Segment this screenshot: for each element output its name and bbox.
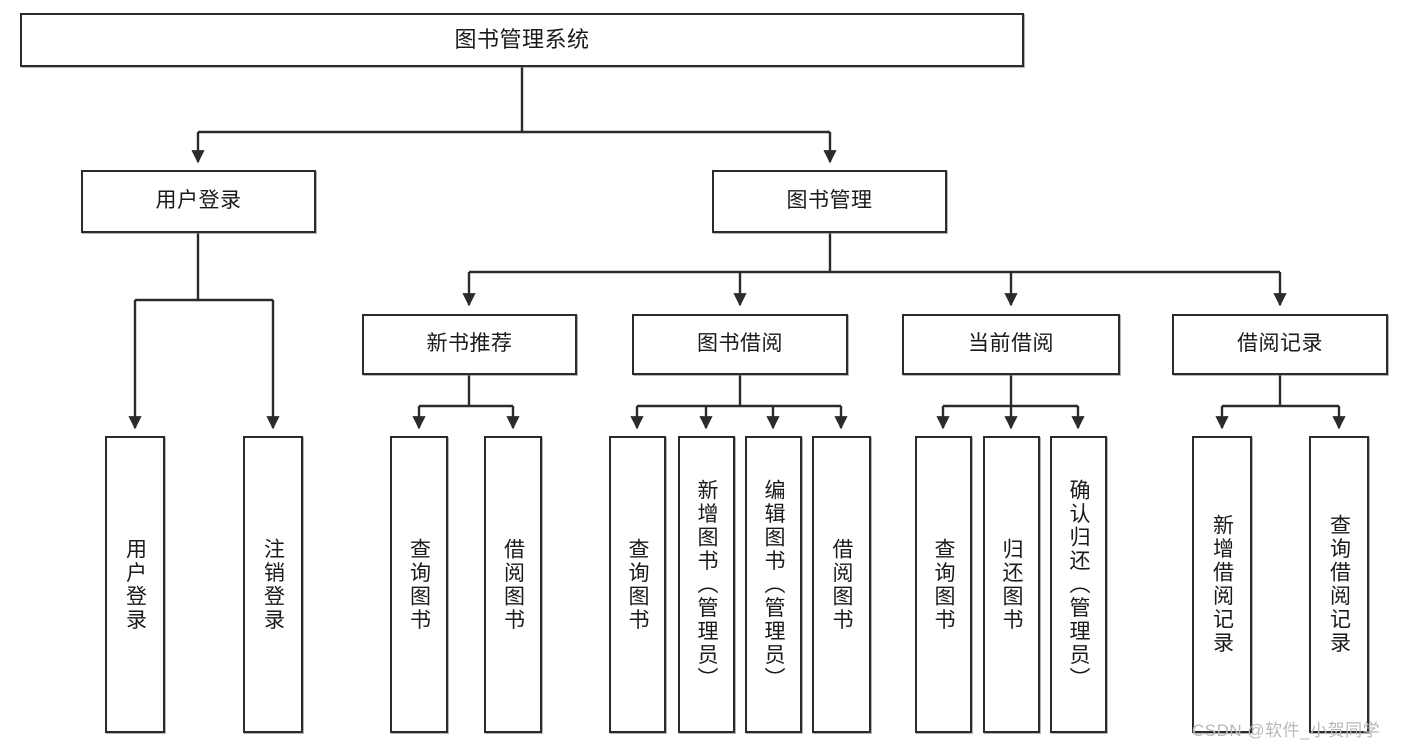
node-label: 注销登录 [261, 537, 285, 632]
node-label: 查询图书 [932, 537, 955, 632]
node-label: 查询图书 [407, 537, 431, 632]
node-root-book-management-system[interactable]: 图书管理系统 [20, 13, 1024, 67]
leaf-current-confirm-return-admin[interactable]: 确认归还（管理员） [1050, 436, 1107, 733]
node-label: 编辑图书（管理员） [762, 478, 785, 691]
node-label: 图书管理 [786, 189, 873, 213]
leaf-current-query-book[interactable]: 查询图书 [915, 436, 972, 733]
leaf-logout-login[interactable]: 注销登录 [243, 436, 303, 733]
leaf-borrow-edit-book-admin[interactable]: 编辑图书（管理员） [745, 436, 802, 733]
node-label: 当前借阅 [968, 332, 1054, 356]
node-label: 图书借阅 [697, 332, 783, 356]
node-borrow-record[interactable]: 借阅记录 [1172, 314, 1388, 375]
node-label: 新增图书（管理员） [695, 478, 718, 691]
leaf-current-return-book[interactable]: 归还图书 [983, 436, 1040, 733]
node-label: 查询图书 [626, 537, 649, 632]
leaf-record-add-borrow-record[interactable]: 新增借阅记录 [1192, 436, 1252, 733]
node-book-management[interactable]: 图书管理 [712, 170, 947, 233]
node-label: 确认归还（管理员） [1067, 478, 1090, 691]
node-user-login[interactable]: 用户登录 [81, 170, 316, 233]
node-label: 图书管理系统 [454, 27, 590, 53]
node-label: 归还图书 [1000, 537, 1023, 632]
leaf-record-query-borrow-record[interactable]: 查询借阅记录 [1309, 436, 1369, 733]
leaf-user-login[interactable]: 用户登录 [105, 436, 165, 733]
node-label: 借阅图书 [501, 537, 525, 632]
node-label: 借阅图书 [830, 537, 853, 632]
leaf-recommend-borrow-book[interactable]: 借阅图书 [484, 436, 542, 733]
node-label: 用户登录 [123, 537, 147, 632]
node-label: 借阅记录 [1237, 332, 1323, 356]
node-label: 新增借阅记录 [1210, 514, 1234, 655]
csdn-watermark: CSDN @软件_小贺同学 [1192, 721, 1381, 740]
node-label: 新书推荐 [426, 332, 513, 356]
node-label: 用户登录 [155, 189, 242, 213]
leaf-borrow-borrow-book[interactable]: 借阅图书 [812, 436, 871, 733]
node-book-borrow[interactable]: 图书借阅 [632, 314, 848, 375]
leaf-recommend-query-book[interactable]: 查询图书 [390, 436, 448, 733]
node-label: 查询借阅记录 [1327, 514, 1351, 655]
leaf-borrow-query-book[interactable]: 查询图书 [609, 436, 666, 733]
leaf-borrow-add-book-admin[interactable]: 新增图书（管理员） [678, 436, 735, 733]
node-current-borrow[interactable]: 当前借阅 [902, 314, 1120, 375]
node-new-book-recommend[interactable]: 新书推荐 [362, 314, 577, 375]
